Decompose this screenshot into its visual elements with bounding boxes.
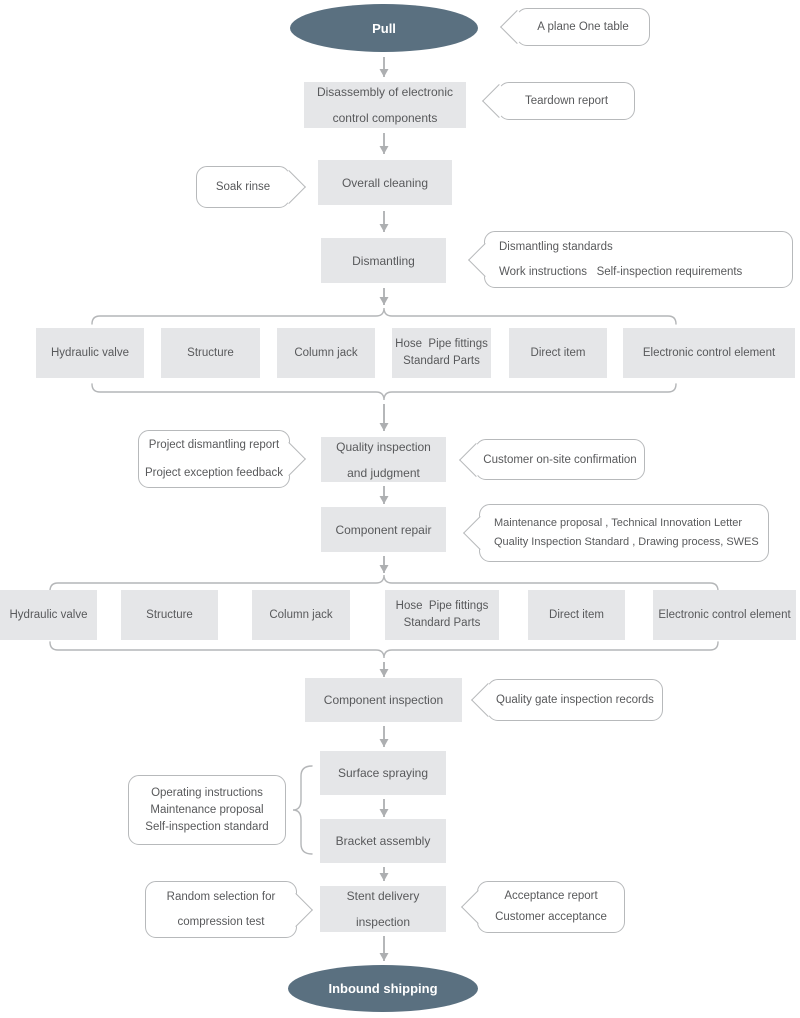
brace-row1-top [91, 307, 677, 325]
group-braces [49, 307, 719, 855]
callout-text-line1: Random selection for [166, 890, 276, 903]
brace-row2-top [49, 574, 719, 592]
node-disassembly-line1: Disassembly of electronic [316, 85, 454, 99]
node-component-inspection: Component inspection [305, 678, 462, 722]
callout-plane-table: A plane One table [500, 8, 650, 46]
node-surface-spraying: Surface spraying [320, 751, 446, 795]
node-inbound-shipping-label: Inbound shipping [328, 981, 438, 996]
part-row2-hydraulic-valve: Hydraulic valve [0, 590, 97, 640]
callout-quality-gate: Quality gate inspection records [471, 679, 663, 721]
node-dismantling: Dismantling [321, 238, 446, 283]
part-row1-direct-item: Direct item [509, 328, 607, 378]
callout-compression-test: Random selection for compression test [145, 881, 313, 938]
callout-soak-rinse: Soak rinse [196, 166, 306, 208]
brace-assembly-left [292, 765, 313, 855]
callout-text: Quality gate inspection records [496, 694, 654, 706]
node-component-repair: Component repair [321, 507, 446, 552]
part-label: Hydraulic valve [9, 608, 88, 621]
node-bracket-assembly: Bracket assembly [320, 819, 446, 863]
callout-text-line2: Maintenance proposal [150, 803, 264, 816]
callout-dismantling-standards: Dismantling standards Work instructions … [468, 231, 793, 288]
part-label: Direct item [549, 608, 604, 621]
part-row1-hose-fittings: Hose Pipe fittings Standard Parts [392, 328, 491, 378]
node-stent-line2: inspection [355, 915, 411, 929]
node-disassembly: Disassembly of electronic control compon… [304, 82, 466, 128]
node-overall-cleaning-label: Overall cleaning [341, 175, 429, 190]
node-component-repair-label: Component repair [335, 522, 432, 537]
part-row2-electronic-control: Electronic control element [653, 590, 796, 640]
node-disassembly-line2: control components [332, 111, 438, 125]
callout-text: A plane One table [537, 21, 629, 33]
callout-text-line2: compression test [177, 915, 265, 928]
node-component-inspection-label: Component inspection [323, 693, 444, 707]
part-label-line1: Hose Pipe fittings [395, 600, 489, 612]
node-quality-inspection: Quality inspection and judgment [321, 437, 446, 482]
node-pull: Pull [290, 4, 478, 52]
callout-project-reports: Project dismantling report Project excep… [138, 430, 306, 488]
node-bracket-assembly-label: Bracket assembly [335, 834, 431, 848]
part-row2-structure: Structure [121, 590, 218, 640]
part-label: Column jack [269, 608, 333, 621]
callout-text-line1: Operating instructions [151, 786, 263, 799]
node-stent-line1: Stent delivery [346, 889, 420, 903]
part-row1-structure: Structure [161, 328, 260, 378]
node-dismantling-label: Dismantling [352, 253, 415, 268]
node-surface-spraying-label: Surface spraying [337, 766, 429, 780]
part-label-line2: Standard Parts [403, 355, 480, 367]
callout-text: Customer on-site confirmation [483, 453, 637, 466]
part-label: Structure [146, 608, 193, 621]
callout-maintenance-docs: Maintenance proposal , Technical Innovat… [463, 504, 769, 562]
callout-teardown-report: Teardown report [482, 82, 635, 120]
callout-text-line1: Project dismantling report [148, 439, 280, 451]
callout-text-line2: Work instructions Self-inspection requir… [499, 265, 743, 278]
part-row1-column-jack: Column jack [277, 328, 375, 378]
callout-customer-confirmation: Customer on-site confirmation [459, 439, 645, 480]
part-label-line2: Standard Parts [403, 617, 481, 629]
callout-text: Teardown report [524, 95, 609, 107]
node-quality-line1: Quality inspection [336, 439, 431, 454]
node-inbound-shipping: Inbound shipping [288, 965, 478, 1012]
part-row2-hose-fittings: Hose Pipe fittings Standard Parts [385, 590, 499, 640]
callout-text-line2: Project exception feedback [144, 467, 284, 479]
node-overall-cleaning: Overall cleaning [318, 160, 452, 205]
part-row2-direct-item: Direct item [528, 590, 625, 640]
callout-text-line1: Acceptance report [504, 890, 598, 902]
brace-row2-bottom [49, 641, 719, 659]
callout-operating-docs: Operating instructions Maintenance propo… [128, 775, 286, 845]
callout-acceptance: Acceptance report Customer acceptance [461, 881, 625, 933]
part-label: Direct item [530, 346, 586, 359]
part-label: Column jack [294, 346, 358, 359]
node-quality-line2: and judgment [347, 465, 420, 480]
callout-text-line3: Self-inspection standard [145, 820, 269, 833]
part-label: Hydraulic valve [51, 346, 129, 359]
part-row1-hydraulic-valve: Hydraulic valve [36, 328, 144, 378]
part-row1-electronic-control: Electronic control element [623, 328, 795, 378]
part-label: Structure [187, 346, 234, 359]
callout-text-line2: Quality Inspection Standard , Drawing pr… [494, 536, 759, 548]
callout-text-line1: Maintenance proposal , Technical Innovat… [494, 517, 743, 529]
brace-row1-bottom [91, 383, 677, 401]
part-label: Electronic control element [642, 346, 776, 359]
callout-text-line2: Customer acceptance [495, 911, 607, 923]
part-label-line1: Hose Pipe fittings [395, 338, 488, 350]
part-label: Electronic control element [658, 608, 791, 621]
callout-text-line1: Dismantling standards [499, 240, 613, 253]
node-stent-delivery: Stent delivery inspection [320, 886, 446, 932]
callout-text: Soak rinse [215, 181, 271, 193]
part-row2-column-jack: Column jack [252, 590, 350, 640]
node-pull-label: Pull [372, 20, 396, 36]
